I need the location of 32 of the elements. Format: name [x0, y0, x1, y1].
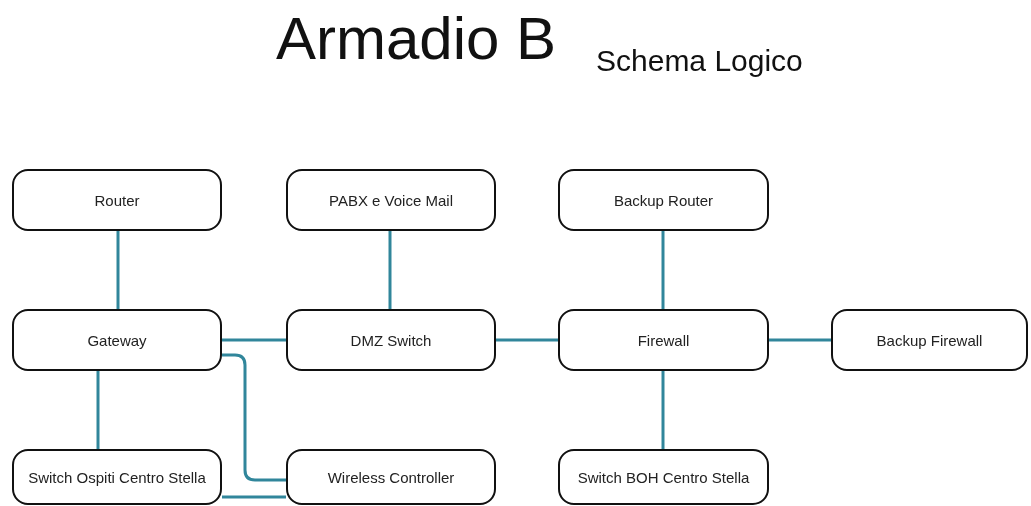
connector-line	[222, 495, 286, 499]
connector-line	[388, 231, 392, 309]
device-label: Wireless Controller	[327, 467, 455, 488]
network-device-box	[286, 169, 496, 231]
connector-line	[222, 338, 286, 342]
network-device-box	[558, 309, 769, 371]
device-label: Router	[94, 190, 140, 211]
device-label: Backup Firewall	[876, 330, 983, 351]
network-device-box	[286, 449, 496, 505]
connector-line	[222, 353, 286, 482]
device-label: Firewall	[637, 330, 690, 351]
device-label: PABX e Voice Mail	[329, 190, 453, 211]
device-label: Switch BOH Centro Stella	[577, 467, 750, 488]
diagram-subtitle: Schema Logico	[596, 44, 803, 78]
network-device-box	[12, 449, 222, 505]
device-label: Gateway	[87, 330, 147, 351]
network-device-box	[12, 169, 222, 231]
device-label: Backup Router	[613, 190, 714, 211]
network-device-box	[831, 309, 1028, 371]
device-label: Switch Ospiti Centro Stella	[28, 467, 206, 488]
connector-line	[661, 231, 665, 309]
network-device-box	[558, 169, 769, 231]
network-device-box	[558, 449, 769, 505]
diagram-title: Armadio B	[276, 6, 557, 72]
connector-line	[116, 231, 120, 309]
connector-line	[96, 371, 100, 449]
network-device-box	[12, 309, 222, 371]
connector-line	[661, 371, 665, 449]
connector-line	[769, 338, 831, 342]
connector-line	[496, 338, 558, 342]
network-device-box	[286, 309, 496, 371]
device-label: DMZ Switch	[350, 330, 432, 351]
